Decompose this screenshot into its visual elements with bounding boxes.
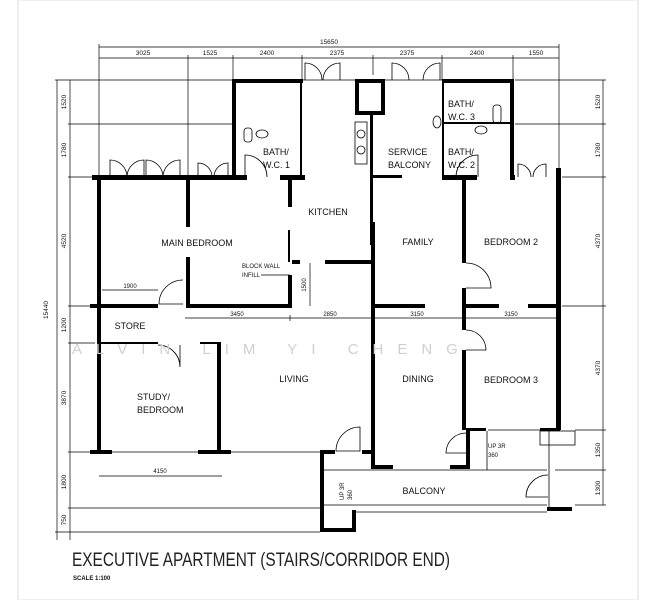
dim-right: 4370: [595, 360, 602, 375]
dim-1500: 1500: [302, 278, 308, 292]
dim-top: 2400: [470, 50, 485, 57]
dim-4150: 4150: [153, 469, 167, 475]
dim-top: 1550: [529, 50, 544, 57]
room-bath-wc3: BATH/: [448, 99, 474, 109]
dim-left: 3870: [61, 390, 68, 405]
room-service-balcony: BALCONY: [388, 160, 431, 170]
dim-left: 1780: [61, 142, 68, 157]
dim-left: 4520: [61, 233, 68, 248]
dim-total-height: 15440: [43, 301, 50, 319]
dim-top: 2375: [400, 50, 415, 57]
room-bath-wc1: BATH/: [263, 147, 289, 157]
room-study-bedroom: BEDROOM: [137, 405, 184, 415]
room-labels: BATH/ W.C. 1 SERVICE BALCONY BATH/ W.C. …: [115, 99, 538, 500]
stair-label: UP 3R: [340, 482, 346, 500]
room-bath-wc3: W.C. 3: [448, 112, 475, 122]
plan-scale: SCALE 1:100: [73, 576, 111, 582]
block-wall-infill-label: BLOCK WALL: [242, 264, 281, 270]
block-wall-infill-label: INFILL: [242, 273, 261, 279]
dim-1900: 1900: [123, 284, 137, 290]
dim-right: 4370: [595, 233, 602, 248]
dim-left: 1200: [61, 317, 68, 332]
room-bedroom-2: BEDROOM 2: [484, 237, 538, 247]
dim-right: 1300: [595, 480, 602, 495]
thin-lines: [112, 79, 576, 513]
inner-dimensions: 1900 3450 2850 3150 3150 4150 1500: [99, 263, 558, 477]
dim-right: 1780: [595, 142, 602, 157]
plan-title: EXECUTIVE APARTMENT (STAIRS/CORRIDOR END…: [72, 550, 450, 571]
right-dimensions: 1520 1780 4370 4370 1350 1300: [515, 79, 606, 506]
dim-top: 1525: [203, 50, 218, 57]
room-bath-wc2: BATH/: [448, 147, 474, 157]
dim-left: 1800: [61, 474, 68, 489]
room-bath-wc2: W.C. 2: [448, 160, 475, 170]
walls: [90, 79, 572, 532]
dim-top: 2375: [330, 50, 345, 57]
room-bath-wc1: W.C. 1: [263, 160, 290, 170]
stair-label: UP 3R: [488, 444, 506, 450]
watermark: ALVIN LIM YI CHENG: [72, 341, 472, 358]
room-service-balcony: SERVICE: [388, 147, 427, 157]
dim-top: 3025: [136, 50, 151, 57]
room-main-bedroom: MAIN BEDROOM: [161, 238, 233, 248]
room-balcony: BALCONY: [402, 486, 445, 496]
dim-3150: 3150: [504, 312, 518, 318]
room-dining: DINING: [402, 374, 434, 384]
dim-3450: 3450: [230, 312, 244, 318]
frame: [17, 0, 639, 600]
room-store: STORE: [115, 321, 146, 331]
dim-left: 1520: [61, 94, 68, 109]
room-family: FAMILY: [402, 237, 433, 247]
dim-total-width: 15650: [320, 39, 338, 46]
dim-top: 2400: [260, 50, 275, 57]
dim-right: 1350: [595, 442, 602, 457]
stair-label: 360: [348, 489, 354, 500]
dim-left: 750: [61, 514, 68, 525]
room-study-bedroom: STUDY/: [137, 392, 171, 402]
room-kitchen: KITCHEN: [308, 207, 348, 217]
fixtures: [243, 104, 502, 165]
room-living: LIVING: [279, 374, 309, 384]
stair-label: 360: [488, 453, 499, 459]
left-dimensions: 15440 1520 1780 4520 1200 3870 1800 750: [43, 79, 320, 540]
doors: [109, 62, 549, 498]
room-bedroom-3: BEDROOM 3: [484, 375, 538, 385]
dim-right: 1520: [595, 94, 602, 109]
top-dimensions: 15650 3025 1525 2400 2375 2375 2400 1550: [98, 39, 560, 175]
dim-2850: 2850: [323, 312, 337, 318]
dim-3150: 3150: [410, 312, 424, 318]
